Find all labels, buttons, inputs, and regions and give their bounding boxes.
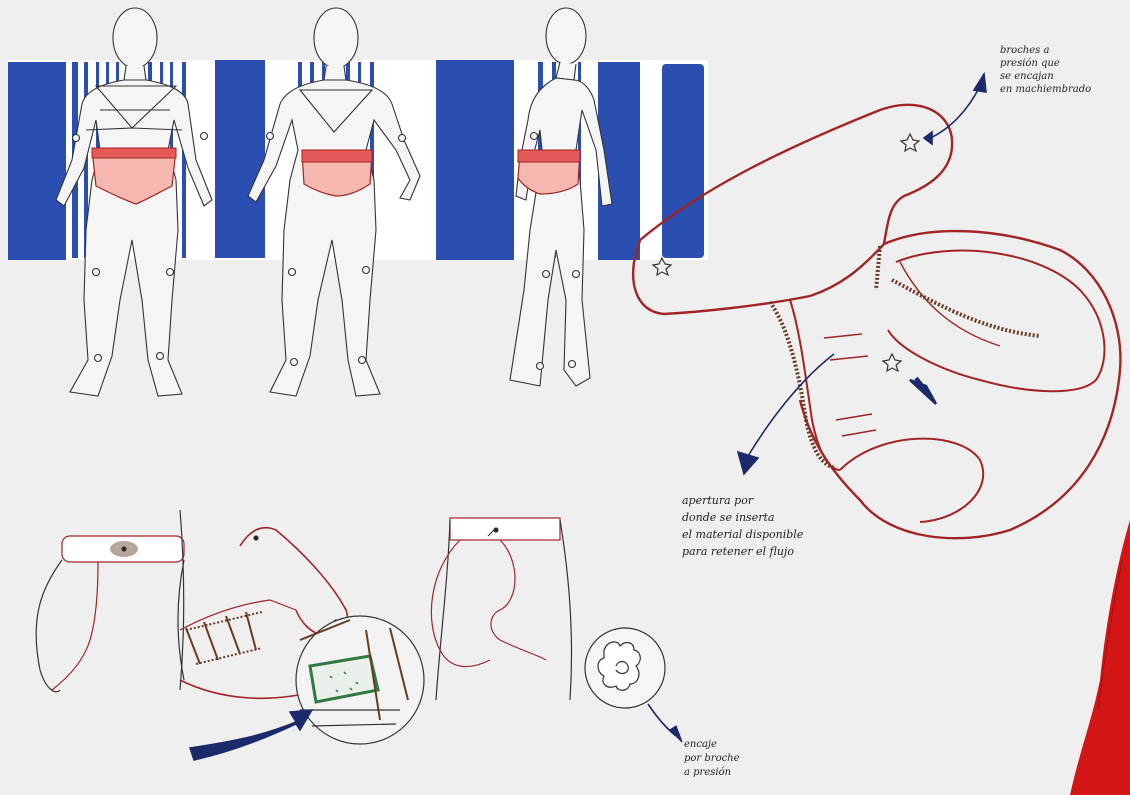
opening-annotation-line: el material disponible [682,526,803,543]
lace-annotation-line: encaje [684,738,740,752]
elastic-bands-large [770,246,1040,468]
snaps-annotation-line: presión que [1000,57,1091,70]
lace-annotation: encaje por broche a presión [684,738,740,780]
arrow-icon [738,74,986,474]
brief-side [518,150,580,194]
snaps-annotation-line: se encajan [1000,70,1091,83]
side-profile-sketch [431,518,571,700]
opening-annotation-line: donde se inserta [682,509,803,526]
lace-snap-detail [585,628,682,742]
lace-annotation-line: a presión [684,766,740,780]
opening-annotation-line: apertura por [682,492,803,509]
snaps-annotation: broches a presión que se encajan en mach… [1000,44,1091,96]
lace-annotation-line: por broche [684,752,740,766]
opening-annotation: apertura por donde se inserta el materia… [682,492,803,560]
red-fabric-swatch [1070,520,1130,795]
snaps-annotation-line: broches a [1000,44,1091,57]
arrow-icon [190,710,312,760]
brief-back [302,150,372,196]
waistband-detail-sketch [36,510,184,692]
opening-annotation-line: para retener el flujo [682,543,803,560]
snaps-annotation-line: en machiembrado [1000,83,1091,96]
magnifier-circle-icon [296,616,424,744]
